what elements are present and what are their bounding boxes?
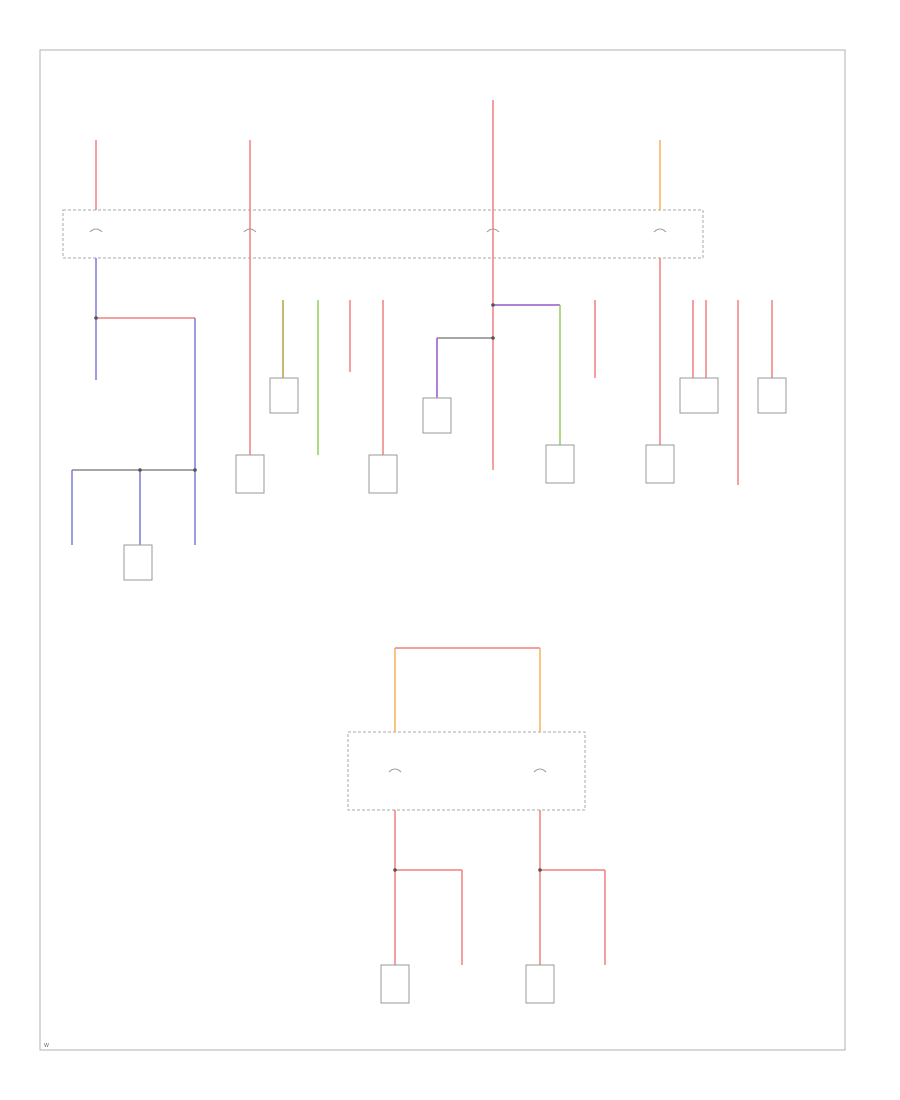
circuit-bottom	[380, 647, 606, 1004]
circuit-col-1	[71, 140, 197, 581]
bottom-fuse-box	[347, 731, 586, 811]
diagram-frame	[39, 49, 846, 1051]
top-fuse-box	[62, 209, 704, 259]
circuit-col-3	[422, 100, 596, 484]
circuit-col-4	[645, 140, 787, 485]
fuse-markers	[89, 228, 667, 773]
circuit-col-2	[235, 140, 398, 494]
corner-label: W	[44, 1043, 49, 1049]
